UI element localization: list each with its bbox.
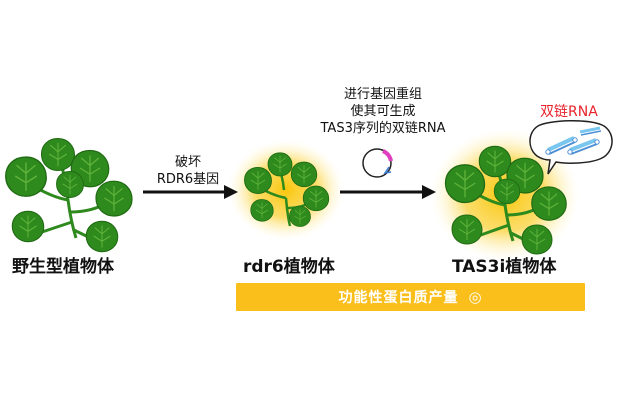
step-recombine-line2: 使其可生成 — [350, 104, 416, 119]
step-recombine-line3: TAS3序列的双链RNA — [320, 121, 446, 136]
tas3i-plant — [431, 129, 579, 261]
plasmid-icon — [362, 148, 393, 178]
step-destroy-line1: 破坏 — [174, 155, 201, 170]
tas3i-label: TAS3i植物体 — [452, 257, 557, 277]
rna-speech-bubble — [529, 119, 613, 175]
banner-text: 功能性蛋白质产量 — [338, 290, 459, 306]
step-recombine-line1: 进行基因重组 — [343, 87, 422, 102]
banner-symbol: ◎ — [468, 288, 483, 306]
rna-label: 双链RNA — [540, 104, 598, 120]
wild-type-label: 野生型植物体 — [12, 257, 114, 277]
rdr6-plant — [228, 140, 344, 240]
wild-type-plant — [5, 138, 133, 253]
step-destroy-line2: RDR6基因 — [156, 172, 220, 187]
protein-yield-banner: 功能性蛋白质产量 ◎ — [236, 283, 585, 311]
double-strand-rna-icon — [545, 126, 602, 155]
arrow-destroy — [143, 185, 238, 199]
step-destroy-text: 破坏 RDR6基因 — [140, 154, 236, 188]
arrow-recombine — [340, 185, 436, 199]
step-recombine-text: 进行基因重组 使其可生成 TAS3序列的双链RNA — [318, 86, 448, 137]
rdr6-label: rdr6植物体 — [243, 257, 335, 277]
